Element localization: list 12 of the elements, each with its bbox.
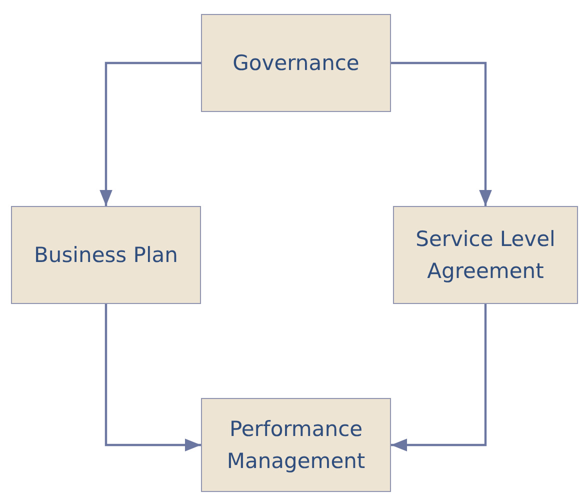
box-label: Performance Management xyxy=(226,416,366,475)
arrow xyxy=(100,62,201,206)
arrow xyxy=(391,62,492,206)
box-label: Governance xyxy=(232,50,360,77)
process-box xyxy=(393,206,578,304)
process-box xyxy=(201,398,391,492)
process-box xyxy=(11,206,201,304)
box-label: Business Plan xyxy=(33,242,179,269)
arrow xyxy=(104,304,201,452)
box-label: Service Level Agreement xyxy=(414,226,556,285)
process-box xyxy=(201,14,391,112)
arrow xyxy=(391,304,487,452)
